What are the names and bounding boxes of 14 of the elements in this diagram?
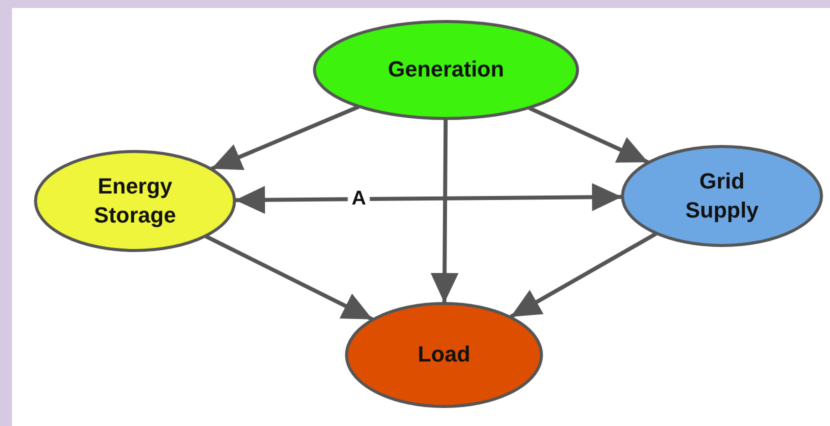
ellipse-node	[312, 19, 580, 121]
node-label: Energy Storage	[93, 172, 177, 230]
ellipse-node	[344, 301, 544, 409]
arrow	[204, 234, 374, 322]
arrow	[210, 104, 360, 171]
arrow	[430, 118, 459, 304]
node-label: Load	[416, 340, 472, 369]
node-label: Grid Supply	[684, 167, 760, 224]
ellipse-node	[620, 144, 824, 248]
arrow	[510, 232, 658, 319]
node-label: Generation	[386, 56, 506, 84]
arrow	[234, 183, 622, 214]
arrow	[528, 106, 649, 164]
ellipse-node	[33, 149, 237, 253]
